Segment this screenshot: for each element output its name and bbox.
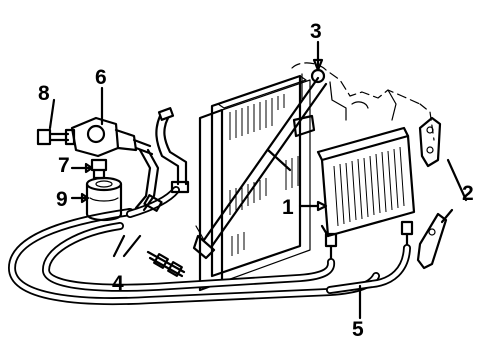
oil-filter-adapter bbox=[64, 116, 154, 158]
oil-filter bbox=[85, 176, 123, 222]
callout-3: 3 bbox=[310, 20, 322, 43]
hoses bbox=[8, 186, 411, 306]
oil-cooler bbox=[316, 126, 416, 264]
body-panel-outline bbox=[291, 62, 435, 141]
callout-6: 6 bbox=[95, 66, 107, 89]
callout-5: 5 bbox=[352, 318, 364, 341]
radiator bbox=[198, 74, 311, 292]
callout-9: 9 bbox=[56, 188, 68, 211]
nipple bbox=[90, 158, 108, 180]
callout-2: 2 bbox=[462, 182, 474, 205]
brackets bbox=[416, 116, 448, 270]
leader-lines bbox=[48, 40, 468, 320]
callout-1: 1 bbox=[282, 196, 294, 219]
bolt bbox=[36, 128, 70, 146]
brace-rod bbox=[192, 68, 328, 260]
callout-8: 8 bbox=[38, 82, 50, 105]
tube-fitting bbox=[146, 250, 186, 278]
steel-lines bbox=[134, 107, 190, 212]
callout-7: 7 bbox=[58, 154, 70, 177]
callout-4: 4 bbox=[112, 272, 124, 295]
